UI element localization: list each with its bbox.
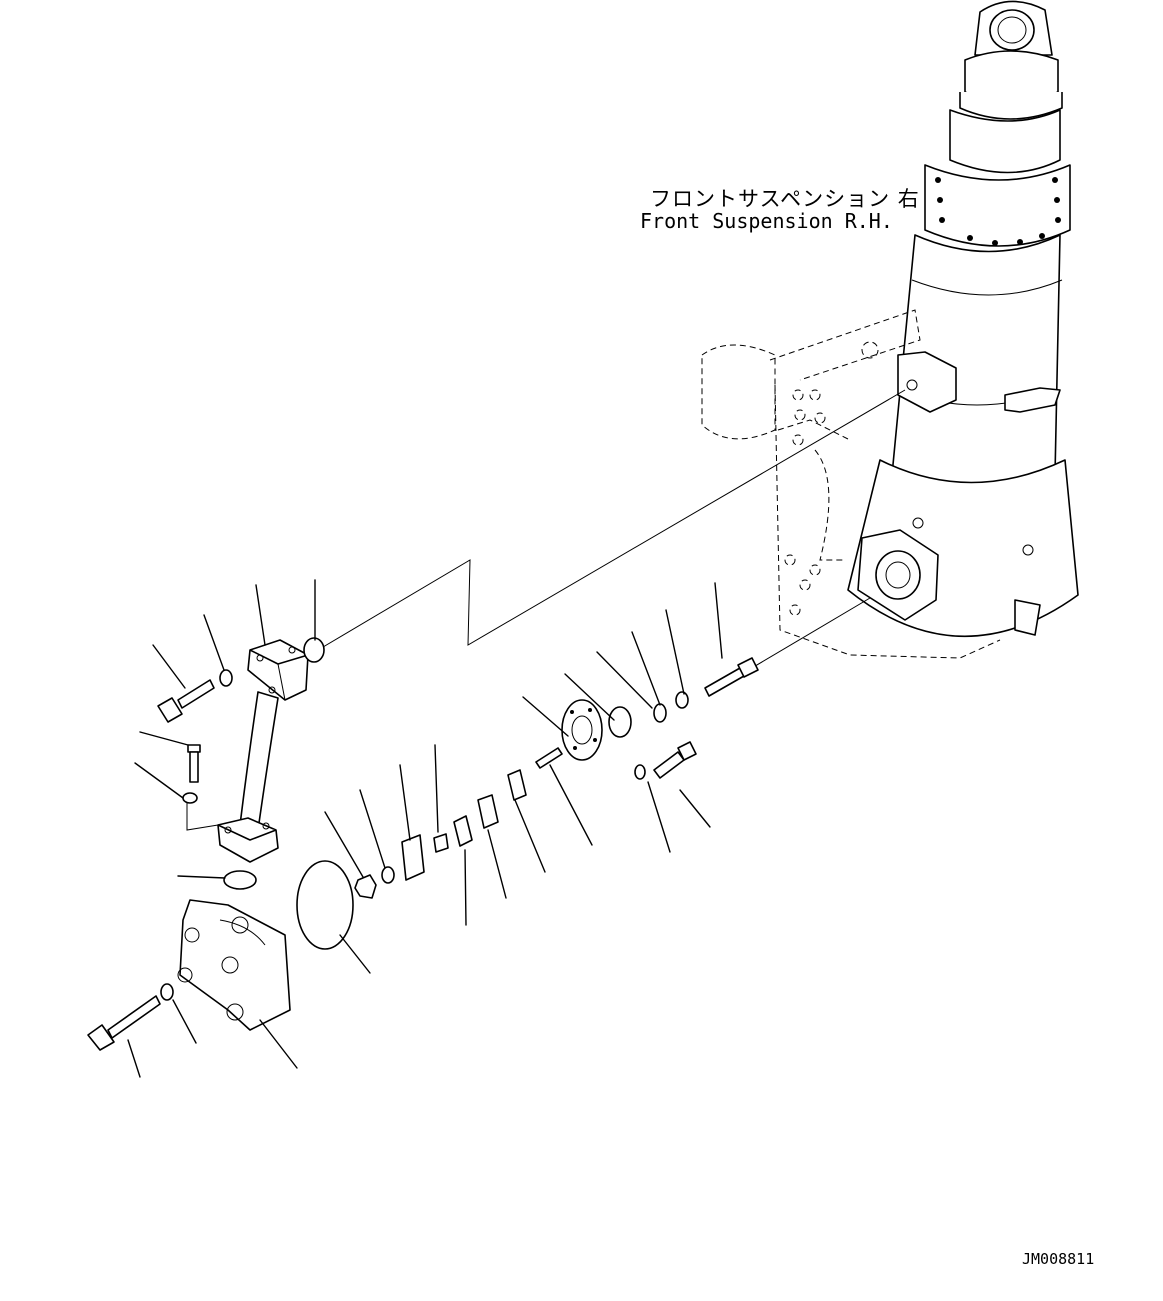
disc-washer [608,706,632,738]
bolt-right [704,657,759,697]
piping-connection-line [317,389,906,651]
assembly-label-english: Front Suspension R.H. [640,209,893,233]
shim-2 [477,794,499,829]
shim-1 [453,815,473,847]
nut [354,874,377,899]
washer-1 [653,703,667,723]
plate [401,834,425,881]
washer-lower [160,983,174,1001]
drawing-code: JM008811 [1022,1250,1095,1268]
bolt-lower-right [653,741,697,779]
o-ring-large [296,860,354,950]
shim-small [433,833,449,853]
washer-upper [219,669,233,687]
shim-3 [507,769,527,801]
bolt-long-lower [87,995,161,1051]
o-ring-medium [223,870,257,890]
assembly-label-japanese: フロントサスペンション 右 [650,187,920,211]
washer-short [182,792,198,804]
bearing-flange [561,699,603,761]
leader-lines [127,579,723,1078]
o-ring-small [303,637,325,663]
washer-center [381,866,395,884]
bolt-short [187,744,201,783]
bolt-long-upper [157,679,215,723]
pipe-assembly [217,639,309,863]
washer-3 [634,764,646,780]
axle-frame-outline [701,309,1001,659]
mounting-line [739,597,871,676]
washer-2 [675,691,689,709]
pin [535,747,563,769]
mounting-bracket [177,899,291,1031]
front-suspension-cylinder [847,0,1079,638]
